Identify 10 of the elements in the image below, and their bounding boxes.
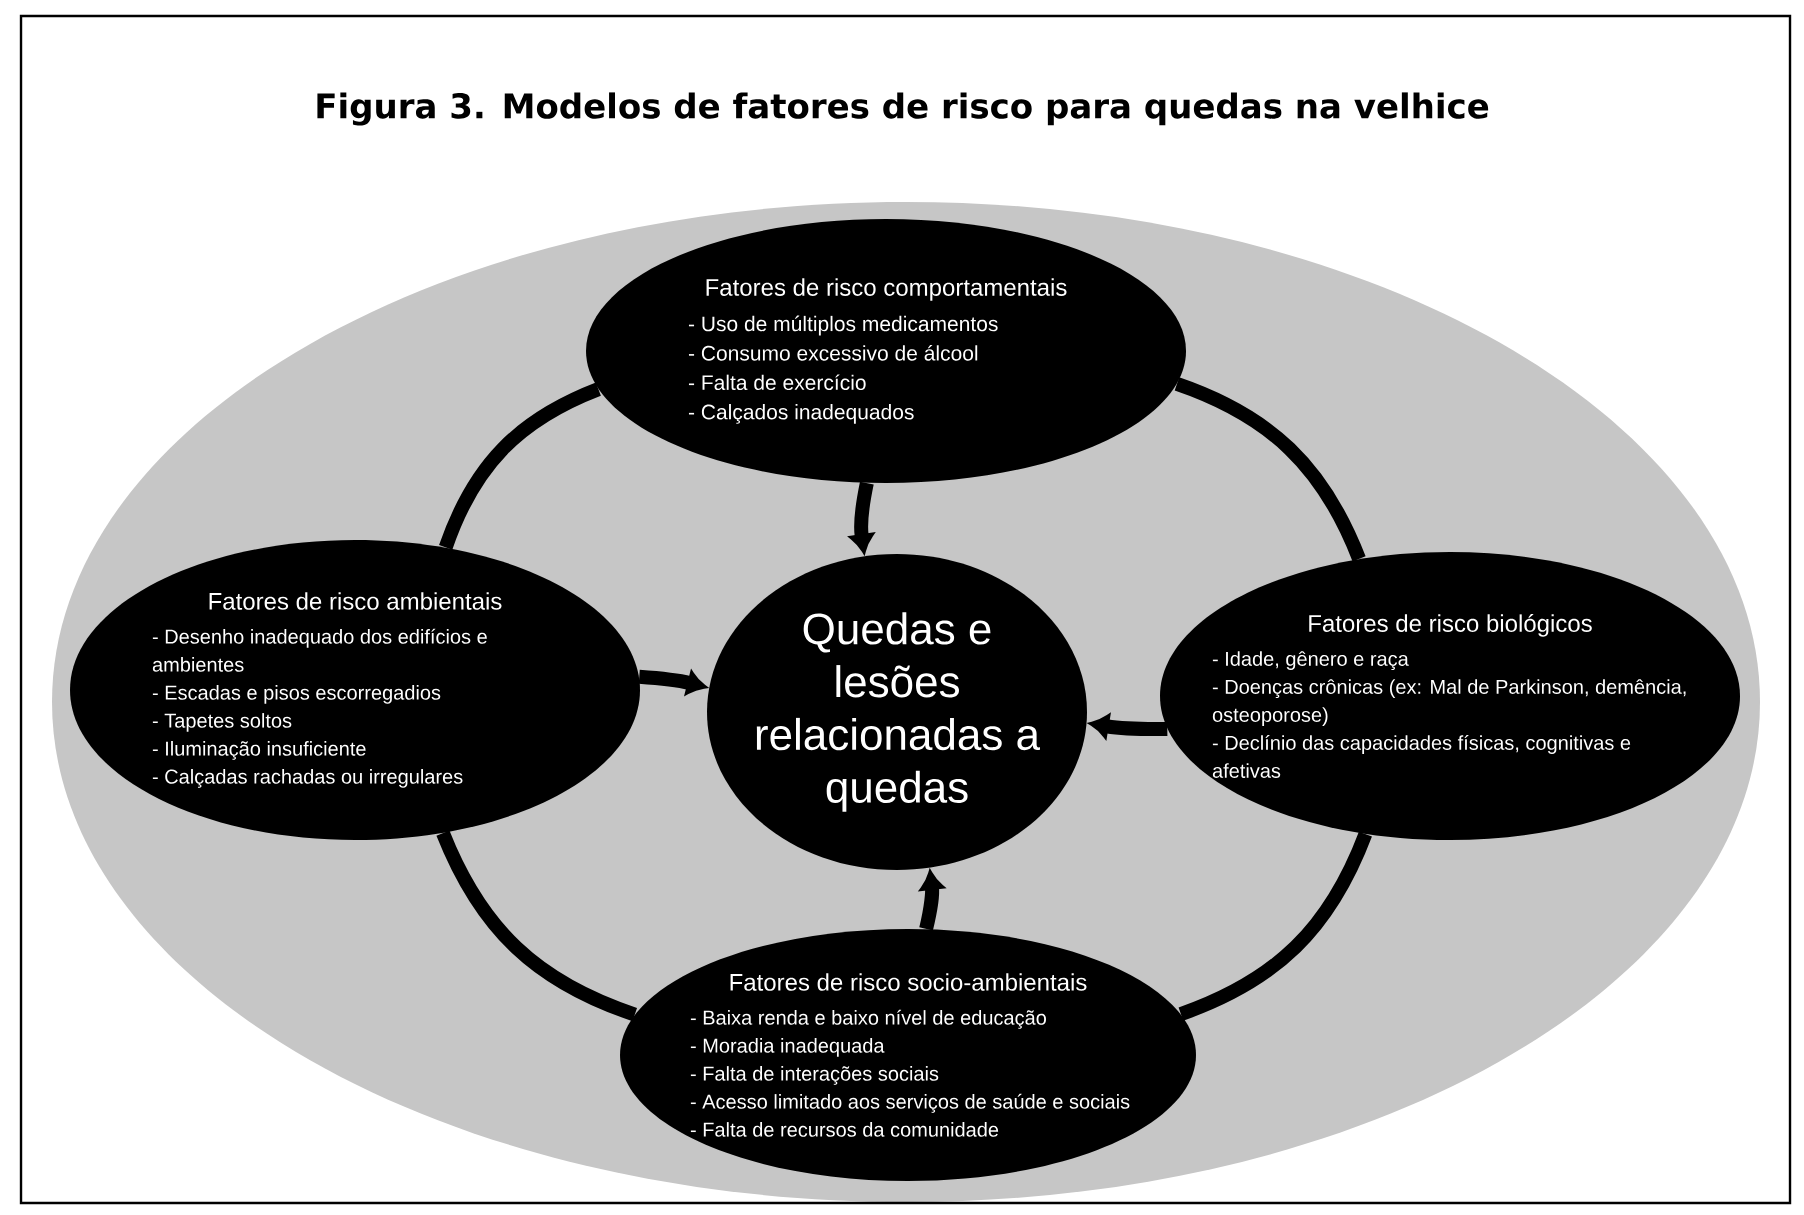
connector-arc bbox=[439, 382, 602, 550]
connector-arc bbox=[436, 830, 638, 1022]
ellipse-node: Fatores de risco biológicos - Idade, gênero e raça - Doenças crônicas (ex: Mal de Parkinson, demência, osteoporose) - Declínio das capacidades físicas, cognitivas e afetivas bbox=[1160, 552, 1740, 840]
diagram-title: Figura 3. Modelos de fatores de risco para quedas na velhice bbox=[317, 92, 1489, 126]
ellipse-node: Quedas e lesões relacionadas a quedas bbox=[707, 554, 1087, 870]
connector-arc bbox=[1174, 377, 1366, 562]
ellipse-node: Fatores de risco comportamentais - Uso de múltiplos medicamentos - Consumo excessivo de álcool - Falta de exercício - Calçados inadequados bbox=[586, 219, 1186, 483]
ellipse-node: Fatores de risco ambientais - Desenho inadequado dos edifícios e ambientes - Escadas e pisos escorregadios - Tapetes soltos - Iluminação insuficiente - Calçadas rachadas ou irregulares bbox=[70, 540, 640, 840]
ellipse-node: Fatores de risco socio-ambientais - Baixa renda e baixo nível de educação - Moradia inadequada - Falta de interações sociais - Acesso limitado aos serviços de saúde e sociais - Falta de recursos da comunidade bbox=[620, 929, 1196, 1181]
connector-arc bbox=[1178, 831, 1372, 1021]
